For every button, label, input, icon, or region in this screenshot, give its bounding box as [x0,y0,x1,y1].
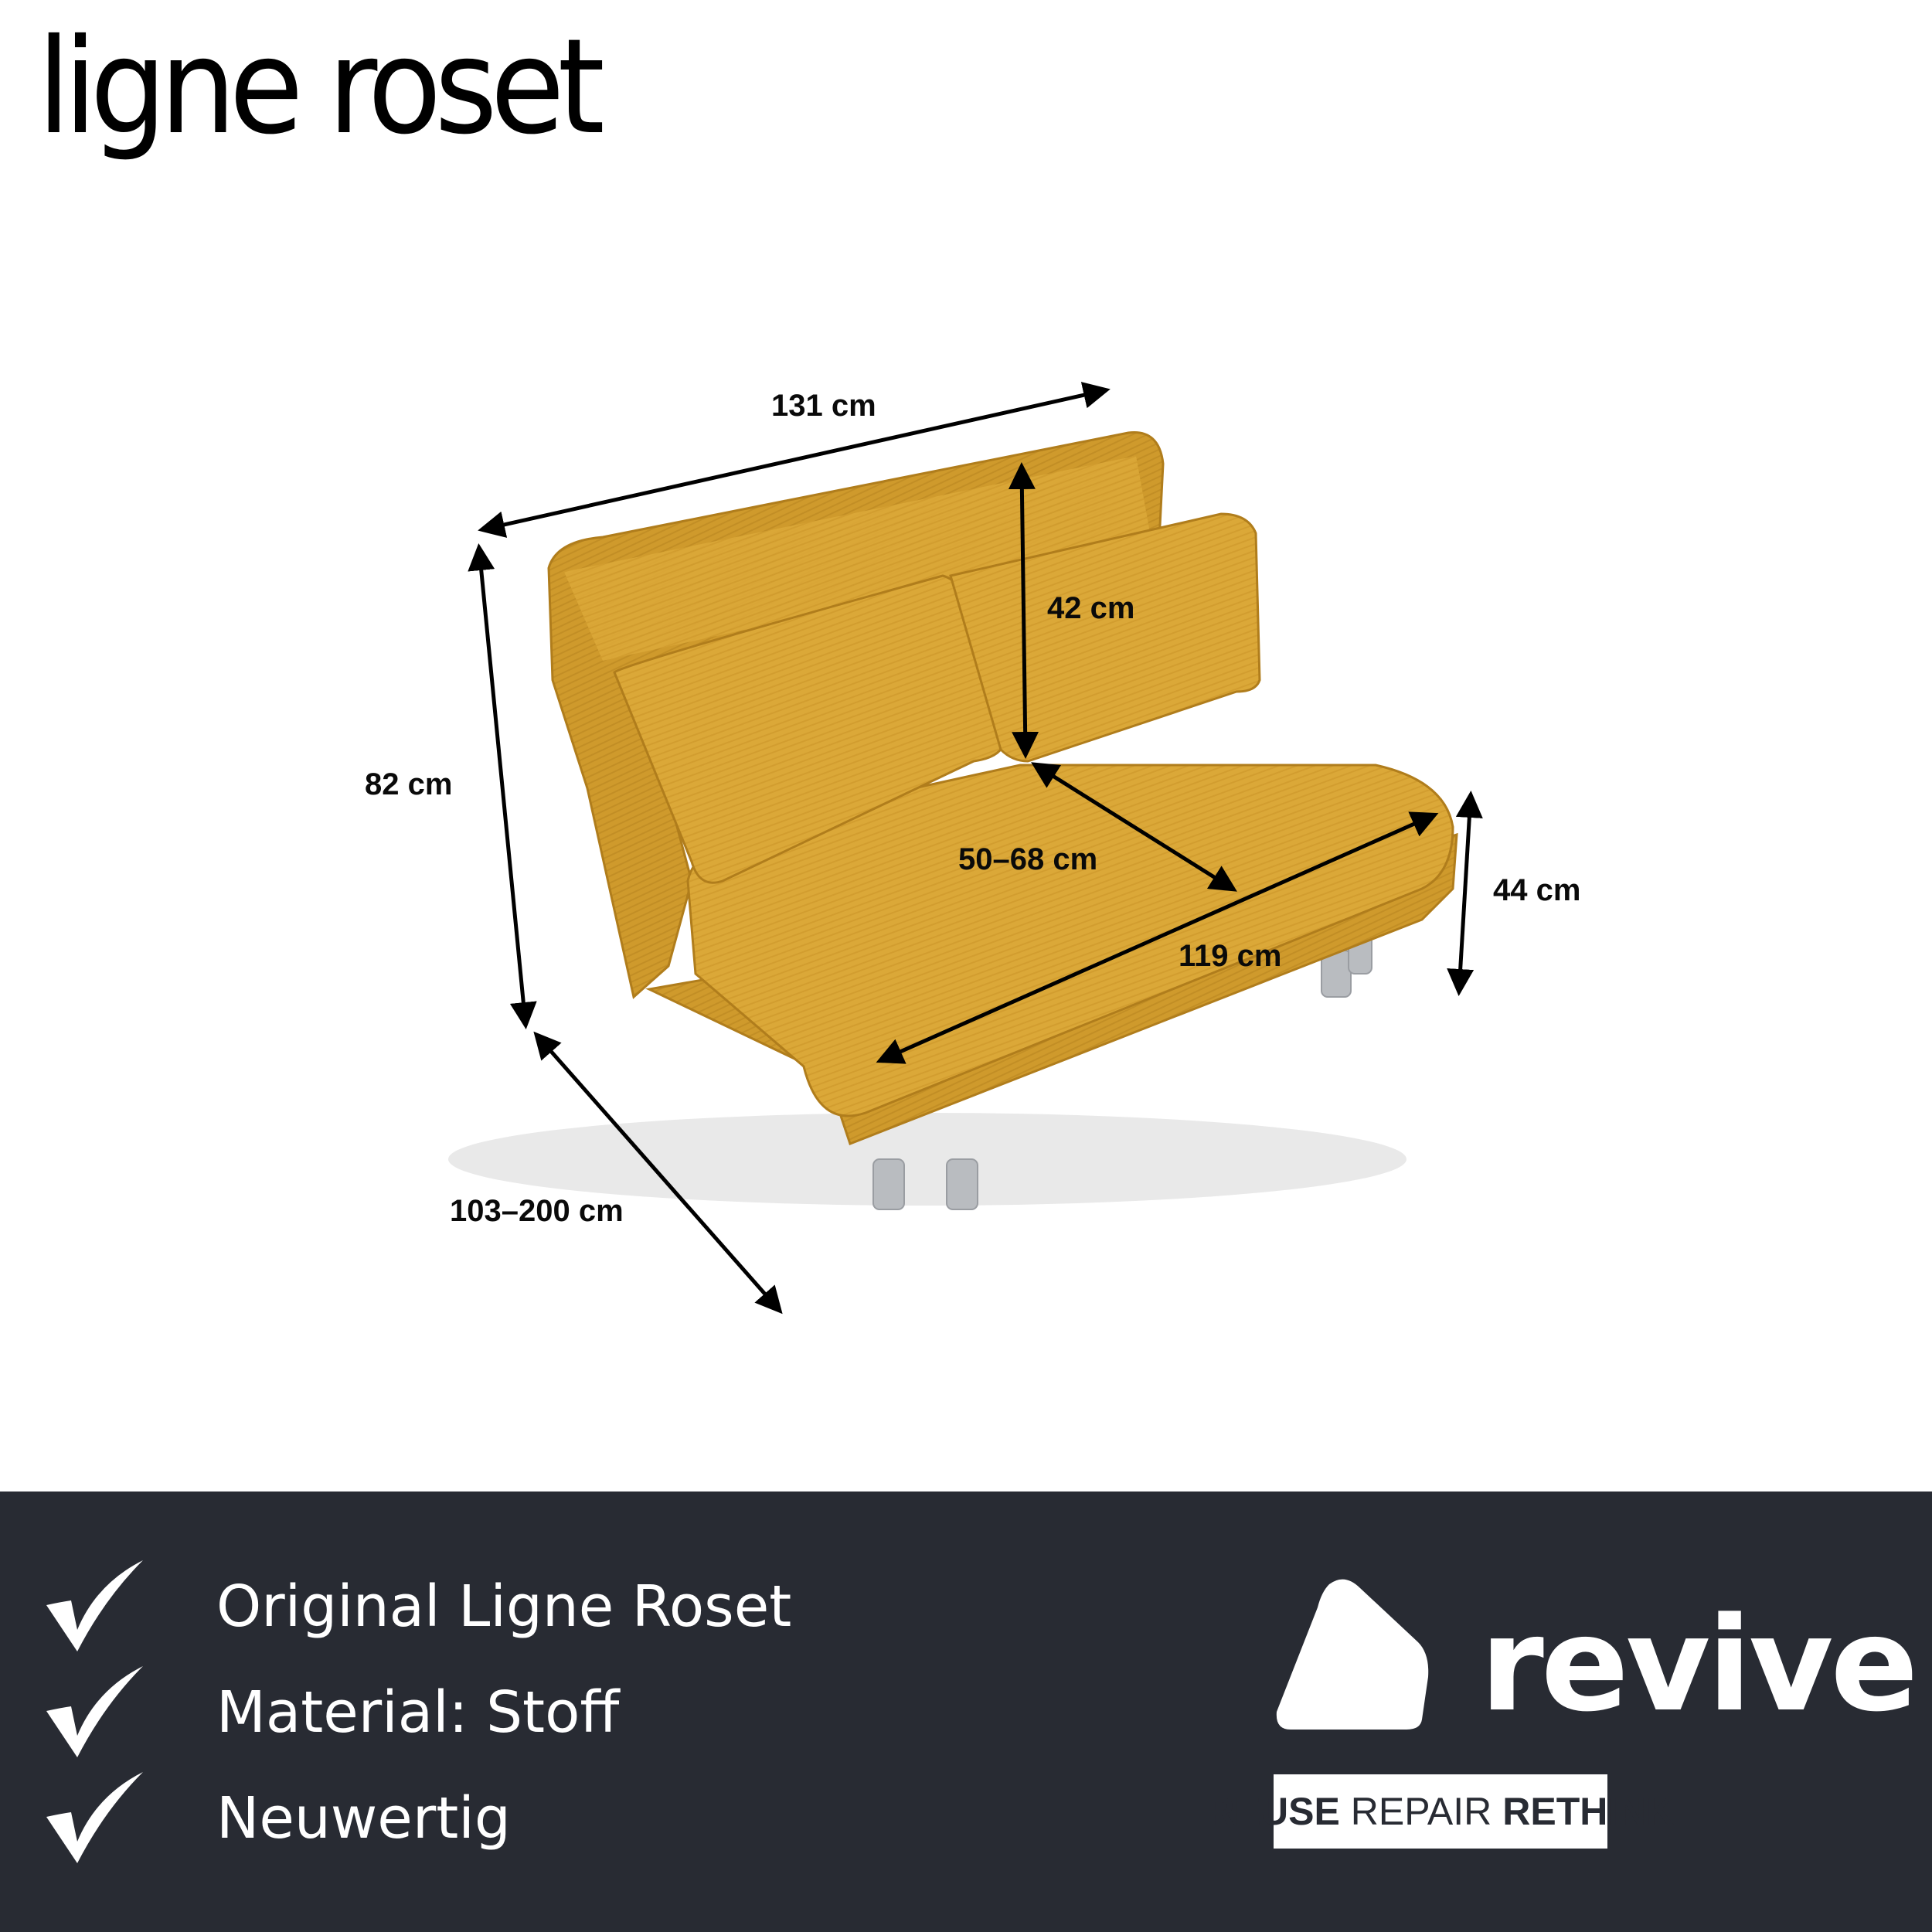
revive-logo-wordmark: revive [1480,1589,1918,1740]
revive-logo-icon [1276,1579,1429,1730]
dimension-lines [468,382,1483,1315]
brand-logo: ligne roset [37,11,605,164]
dimension-seat-height-label: 44 cm [1493,873,1581,907]
feature-label: Neuwertig [216,1784,511,1852]
feature-label: Material: Stoff [216,1679,620,1746]
checkmark-icon [46,1665,143,1757]
sofa-illustration [448,382,1483,1315]
dimension-seat-width-label: 119 cm [1179,939,1282,973]
dimension-depth-label: 103–200 cm [450,1194,624,1228]
tagline-box: REUSE REPAIR RETHINK [1207,1774,1674,1849]
feature-list: Original Ligne Roset Material: Stoff Neu… [46,1553,791,1871]
feature-label: Original Ligne Roset [216,1573,792,1640]
feature-item: Original Ligne Roset [46,1553,791,1659]
checkmark-icon [46,1771,143,1863]
tagline-repair: REPAIR [1350,1790,1492,1833]
footer-banner: Original Ligne Roset Material: Stoff Neu… [0,1492,1932,1932]
checkmark-icon [46,1560,143,1651]
feature-item: Material: Stoff [46,1659,791,1765]
dimension-height-label: 82 cm [365,767,453,801]
dimension-seat-depth-label: 50–68 cm [958,842,1098,876]
dimension-width-label: 131 cm [771,389,876,423]
dimension-backrest-label: 42 cm [1047,591,1135,625]
product-dimension-diagram: 131 cm 82 cm 42 cm 50–68 cm 119 cm 44 cm… [365,382,1581,1315]
feature-item: Neuwertig [46,1765,791,1871]
tagline-reuse: REUSE [1206,1790,1340,1833]
tagline-rethink: RETHINK [1502,1790,1675,1833]
